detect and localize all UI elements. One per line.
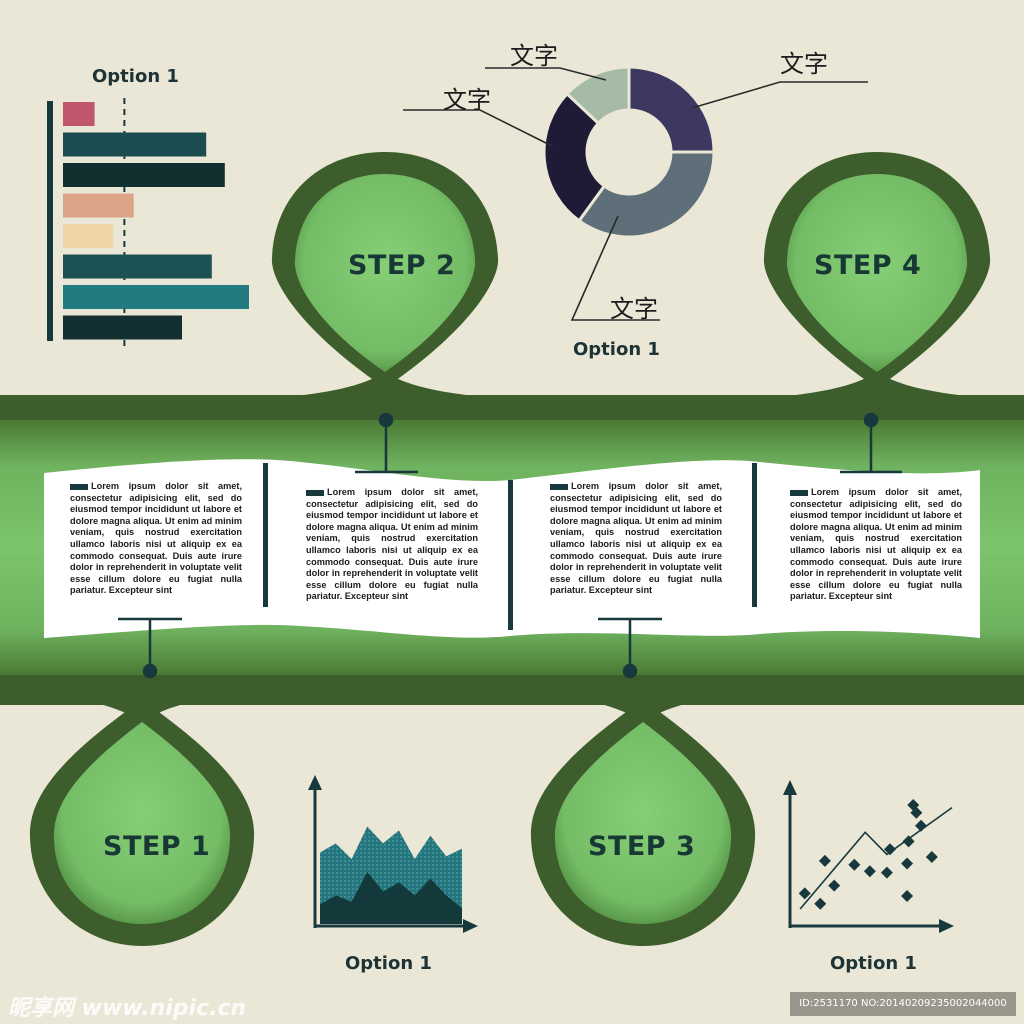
scatter-point-10 — [902, 835, 915, 848]
text-block-1: Lorem ipsum dolor sit amet, consectetur … — [70, 481, 242, 597]
scatter-chart-title: Option 1 — [830, 953, 917, 974]
scatter-point-14 — [910, 806, 923, 819]
scatter-point-7 — [884, 843, 896, 856]
connector-pin-step-1 — [118, 617, 182, 679]
paper-divider-2 — [508, 480, 513, 630]
scatter-point-6 — [863, 865, 876, 878]
text-block-4-body: Lorem ipsum dolor sit amet, consectetur … — [790, 487, 962, 602]
scatter-point-2 — [814, 897, 827, 910]
step-label-2: STEP 2 — [348, 250, 456, 281]
donut-slice-1 — [627, 65, 716, 154]
paper-divider-3 — [752, 463, 757, 607]
drop-step-3 — [511, 675, 775, 946]
drop-step-4 — [742, 152, 1012, 420]
drop-step-2 — [250, 152, 520, 420]
scatter-point-1 — [798, 887, 811, 900]
area-series-2 — [320, 872, 462, 924]
text-block-2-body: Lorem ipsum dolor sit amet, consectetur … — [306, 487, 478, 602]
connector-pin-step-2 — [355, 412, 418, 474]
paper-divider-1 — [263, 463, 268, 607]
watermark-site: 昵享网 www.nipic.cn — [8, 996, 247, 1021]
scatter-point-4 — [818, 854, 831, 867]
scatter-chart-axes — [783, 780, 954, 933]
text-block-3: Lorem ipsum dolor sit amet, consectetur … — [550, 481, 722, 597]
bar-chart-title: Option 1 — [92, 66, 179, 87]
donut-chart — [542, 65, 716, 239]
area-chart-series — [320, 826, 462, 924]
text-block-2: Lorem ipsum dolor sit amet, consectetur … — [306, 487, 478, 603]
scatter-point-8 — [880, 866, 893, 879]
bar-8 — [63, 315, 182, 340]
text-block-2-lead-bar — [306, 489, 324, 496]
bar-4 — [63, 193, 134, 218]
scatter-point-15 — [925, 851, 938, 863]
bar-3 — [63, 163, 225, 187]
scatter-point-5 — [848, 858, 861, 871]
text-block-3-lead-bar — [550, 483, 568, 490]
scatter-chart-marks — [798, 799, 953, 910]
bar-2 — [63, 132, 207, 157]
donut-slice-2 — [576, 150, 716, 239]
text-block-1-lead-bar — [70, 483, 88, 490]
bar-6 — [63, 254, 212, 279]
bar-1 — [63, 102, 95, 126]
watermark-id: ID:2531170 NO:20140209235002044000 — [790, 992, 1016, 1016]
bar-chart-bars — [63, 102, 249, 340]
text-block-4-lead-bar — [790, 489, 808, 496]
drop-step-1 — [10, 675, 274, 946]
area-chart-axes — [308, 775, 478, 933]
donut-chart-title: Option 1 — [573, 339, 660, 360]
donut-label-bottom: 文字 — [610, 295, 658, 323]
donut-leader-lines — [403, 67, 868, 321]
step-label-1: STEP 1 — [103, 831, 211, 862]
donut-slice-3 — [542, 91, 607, 223]
step-label-4: STEP 4 — [814, 250, 922, 281]
scatter-point-9 — [901, 857, 914, 870]
scatter-point-12 — [915, 819, 927, 832]
connector-pin-step-3 — [598, 617, 662, 679]
scatter-point-3 — [828, 879, 841, 892]
text-block-1-body: Lorem ipsum dolor sit amet, consectetur … — [70, 481, 242, 596]
scatter-trend-line — [799, 806, 953, 910]
donut-label-top-left: 文字 — [510, 42, 558, 70]
donut-label-top-right: 文字 — [780, 50, 828, 78]
bar-chart-axis — [47, 101, 53, 341]
connector-pin-step-4 — [840, 412, 902, 474]
donut-slice-4 — [564, 65, 631, 126]
text-block-4: Lorem ipsum dolor sit amet, consectetur … — [790, 487, 962, 603]
step-label-3: STEP 3 — [588, 831, 696, 862]
area-chart-title: Option 1 — [345, 953, 432, 974]
bar-5 — [63, 224, 114, 248]
donut-label-left: 文字 — [443, 86, 491, 114]
bar-7 — [63, 285, 249, 309]
scatter-point-13 — [901, 890, 914, 902]
text-block-3-body: Lorem ipsum dolor sit amet, consectetur … — [550, 481, 722, 596]
